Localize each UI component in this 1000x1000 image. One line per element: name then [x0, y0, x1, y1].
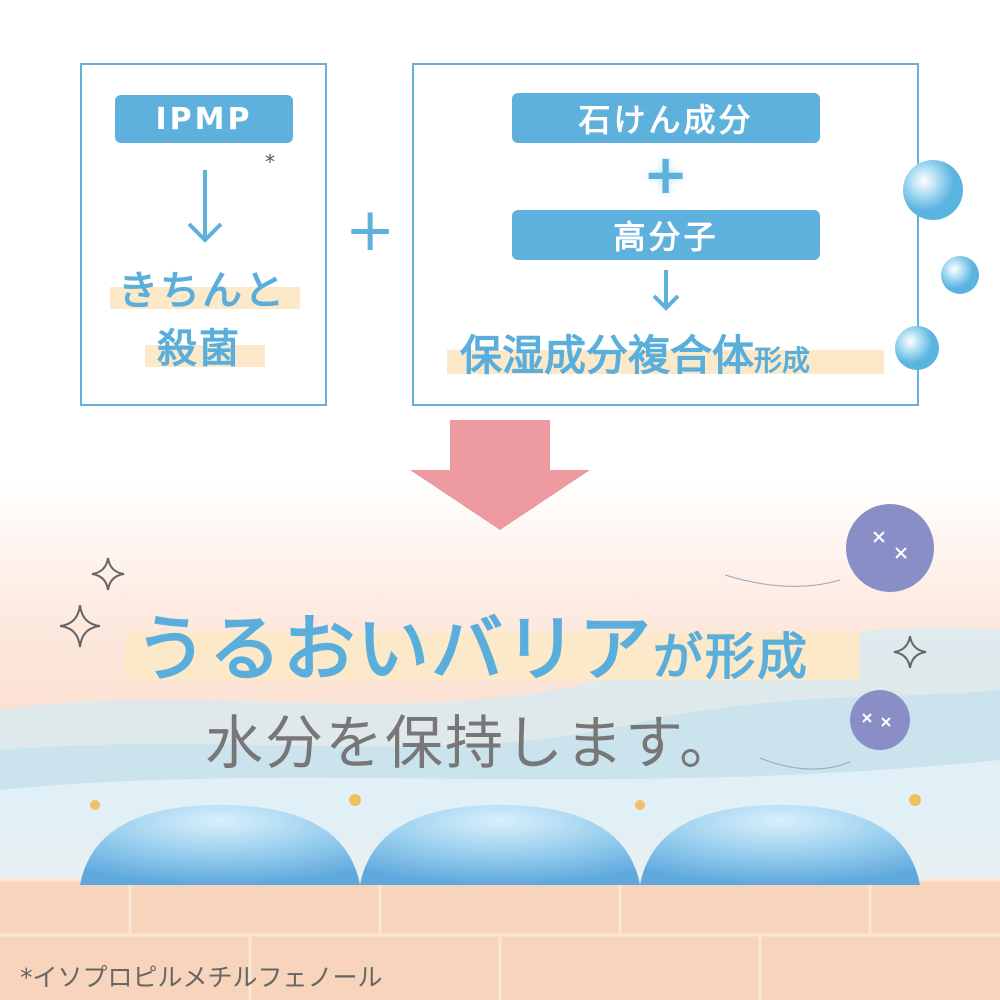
- complex-name: 保湿成分複合体: [460, 331, 755, 380]
- asterisk: *: [265, 150, 275, 174]
- soap-ingredient-label: 石けん成分: [512, 93, 820, 143]
- plus-icon: +: [345, 195, 396, 265]
- arrow-down-icon: [652, 270, 680, 311]
- plus-icon: +: [643, 143, 689, 206]
- headline-main: うるおいバリア: [135, 607, 654, 691]
- polymer-label: 高分子: [512, 210, 820, 260]
- subheadline: 水分を保持します。: [205, 709, 740, 777]
- highlight: [145, 345, 265, 367]
- complex-formation-text: 保湿成分複合体形成: [460, 322, 810, 383]
- decorations: [59, 504, 934, 810]
- moisture-barrier-domes: [80, 805, 920, 885]
- result-line2: 殺菌: [157, 326, 241, 372]
- water-drops: [895, 160, 979, 370]
- footnote: *イソプロピルメチルフェノール: [20, 963, 383, 992]
- highlight: [110, 287, 300, 309]
- highlight: [447, 350, 884, 374]
- result-line1: きちんと: [118, 268, 286, 314]
- ipmp-label: IPMP: [115, 95, 293, 143]
- headline-highlight: [125, 632, 860, 680]
- result-arrow-icon: [410, 420, 590, 530]
- headline-suffix: が形成: [653, 628, 810, 686]
- formation-suffix: 形成: [754, 344, 811, 377]
- arrow-down-icon: [187, 170, 223, 243]
- headline: うるおいバリアが形成: [135, 590, 809, 695]
